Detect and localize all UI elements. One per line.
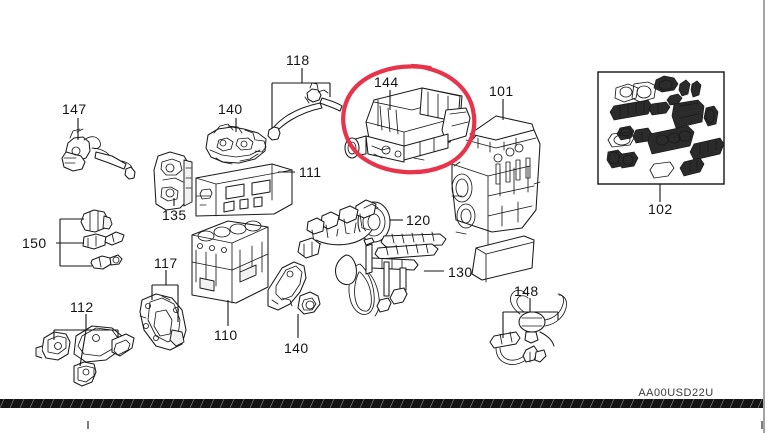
callout-label-130: 130 [448,264,473,280]
callout-label-102: 102 [648,201,673,217]
callout-label-101: 101 [489,83,514,99]
part-130-camshaft-chain-set [335,231,447,317]
part-120-piston-crank-set [297,199,391,259]
red-highlight-ellipse [341,63,477,175]
callout-label-144: 144 [374,74,399,90]
callout-150-bracket [56,218,92,267]
part-111-intake-manifold [195,163,293,217]
part-135-bracket [153,151,193,211]
part-118-hose-set [267,82,343,141]
callout-label-110: 110 [214,327,238,343]
part-140-upper [205,123,267,165]
callout-label-147: 147 [62,101,87,117]
callout-117-bracket [151,270,179,322]
part-147-valve-assembly [61,128,136,180]
callout-label-112: 112 [70,299,94,315]
part-102-gasket-kit [597,71,725,202]
part-101-engine-assembly [451,115,541,283]
part-117-timing-cover [139,293,187,351]
callout-label-118: 118 [286,52,310,68]
gasket-kit-contents [606,75,725,179]
callout-label-135: 135 [162,207,187,223]
callout-118-bracket [271,68,331,128]
watermark-text: AA00USD22U [638,387,713,399]
callout-label-111: 111 [299,164,321,180]
part-140-lower [267,261,321,315]
callout-label-140-lower: 140 [284,340,309,356]
callout-label-140-upper: 140 [218,101,243,117]
part-150-sensor-set [80,209,125,270]
part-112-mount-set [35,325,135,387]
part-144-supercharger [344,87,471,163]
part-110-cylinder-block [191,220,269,304]
footer-hatch [0,398,763,409]
callout-148-bracket [502,298,559,338]
callout-112-bracket [53,314,119,367]
callout-label-117: 117 [154,255,178,271]
footer-tick-marks [87,421,763,429]
part-148-hose-clamp-set [489,289,567,365]
callout-label-148: 148 [514,283,539,299]
callout-label-150: 150 [22,235,47,251]
callout-label-120: 120 [406,212,431,228]
